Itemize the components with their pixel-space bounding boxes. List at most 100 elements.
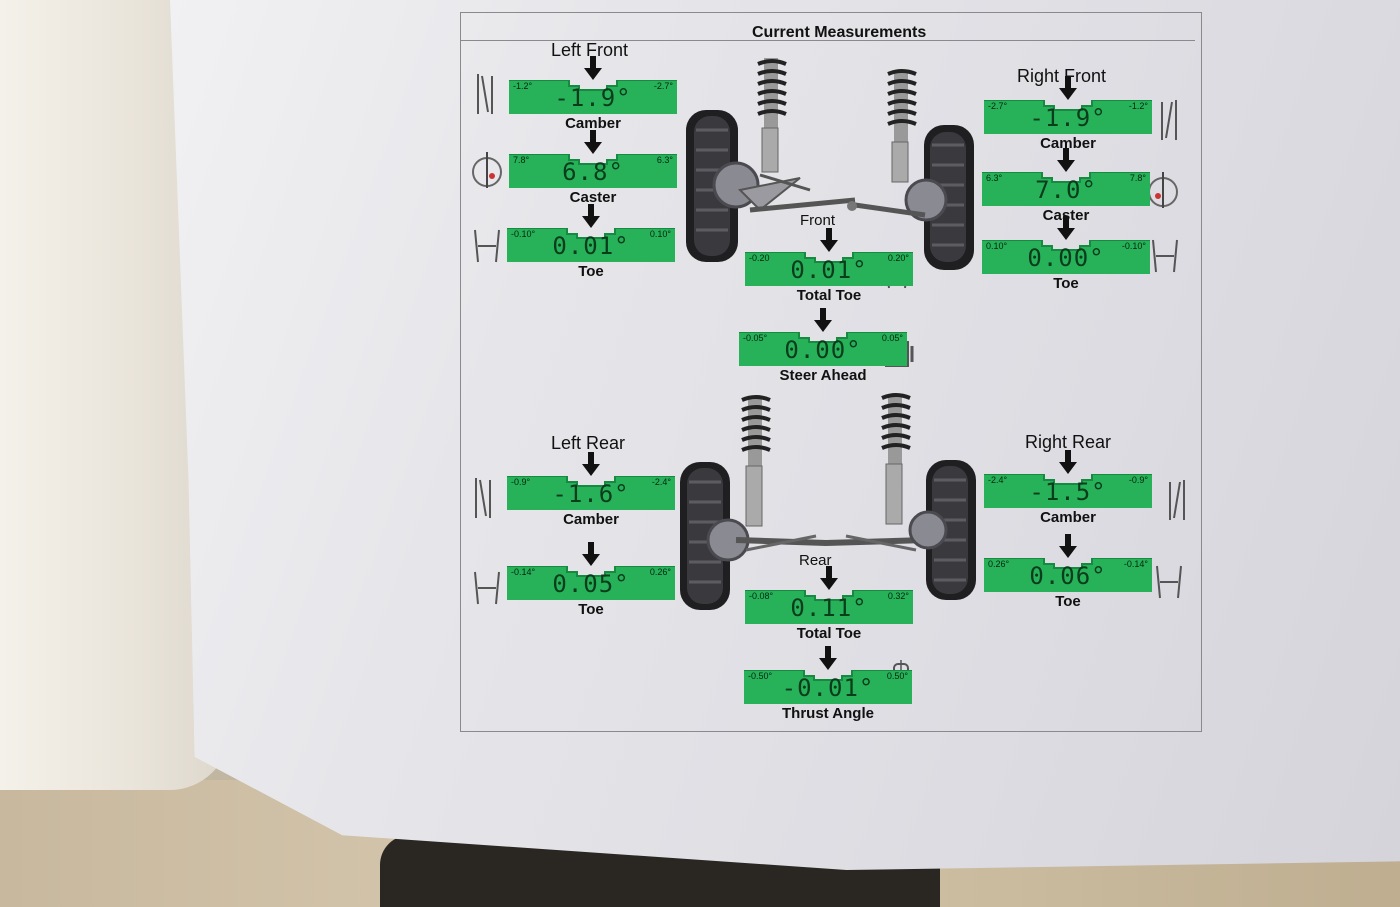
toe-icon xyxy=(474,571,500,605)
left-front-toe-min: -0.10° xyxy=(511,229,536,239)
right-front-caster-gauge: 6.3° 7.8° 7.0° xyxy=(982,172,1150,206)
steer-ahead-value: 0.00° xyxy=(784,336,862,364)
right-front-caster-label: Caster xyxy=(1042,207,1090,224)
front-axle-label: Front xyxy=(800,212,836,229)
right-front-camber-gauge: -2.7° -1.2° -1.9° xyxy=(984,100,1152,134)
right-rear-toe-value: 0.06° xyxy=(1029,562,1107,590)
right-rear-camber-arrow-icon xyxy=(1059,450,1077,476)
rear-total-toe-gauge: -0.08° 0.32° 0.11° xyxy=(745,590,913,624)
left-rear-camber-gauge: -0.9° -2.4° -1.6° xyxy=(507,476,675,510)
right-front-caster-arrow-icon xyxy=(1057,148,1075,174)
camber-icon xyxy=(1161,100,1177,140)
thrust-angle-min: -0.50° xyxy=(748,671,773,681)
rear-total-toe-value: 0.11° xyxy=(790,594,868,622)
right-front-toe-label: Toe xyxy=(1053,275,1079,292)
left-front-toe-value: 0.01° xyxy=(552,232,630,260)
front-total-toe-gauge: -0.20 0.20° 0.01° xyxy=(745,252,913,286)
left-rear-toe-max: 0.26° xyxy=(649,567,671,577)
thrust-angle-arrow-icon xyxy=(819,646,837,672)
thrust-angle-max: 0.50° xyxy=(886,671,908,681)
front-suspension-illustration xyxy=(686,58,974,270)
left-front-camber-label: Camber xyxy=(565,115,621,132)
right-front-caster-max: 7.8° xyxy=(1129,173,1146,183)
right-front-camber-arrow-icon xyxy=(1059,76,1077,102)
left-front-camber-gauge: -1.2° -2.7° -1.9° xyxy=(509,80,677,114)
right-rear-camber-label: Camber xyxy=(1040,509,1096,526)
toe-icon xyxy=(1152,239,1178,273)
thrust-angle-label: Thrust Angle xyxy=(782,705,874,722)
left-front-caster-arrow-icon xyxy=(584,130,602,156)
right-rear-toe-max: -0.14° xyxy=(1123,559,1148,569)
toe-icon xyxy=(1156,565,1182,599)
report-title: Current Measurements xyxy=(752,24,927,41)
front-total-toe-value: 0.01° xyxy=(790,256,868,284)
caster-icon xyxy=(472,152,502,188)
report-frame xyxy=(460,12,1202,732)
front-total-toe-arrow-icon xyxy=(820,228,838,254)
toe-icon xyxy=(474,229,500,263)
left-front-caster-min: 7.8° xyxy=(513,155,530,165)
right-front-toe-arrow-icon xyxy=(1057,216,1075,242)
caster-icon xyxy=(1148,172,1178,208)
rear-total-toe-label: Total Toe xyxy=(796,625,862,642)
right-rear-toe-arrow-icon xyxy=(1059,534,1077,560)
left-front-toe-arrow-icon xyxy=(582,204,600,230)
camber-icon xyxy=(475,478,491,518)
steer-ahead-label: Steer Ahead xyxy=(779,367,867,384)
left-rear-camber-label: Camber xyxy=(563,511,619,528)
right-rear-toe-gauge: 0.26° -0.14° 0.06° xyxy=(984,558,1152,592)
rear-total-toe-min: -0.08° xyxy=(749,591,774,601)
steer-ahead-arrow-icon xyxy=(814,308,832,334)
left-rear-toe-value: 0.05° xyxy=(552,570,630,598)
frame-divider xyxy=(460,40,1195,41)
left-rear-toe-gauge: -0.14°0.26°0.05° xyxy=(507,566,675,600)
thrust-angle-value: -0.01° xyxy=(781,674,875,702)
front-total-toe-label: Total Toe xyxy=(796,287,862,304)
left-rear-toe-label: Toe xyxy=(578,601,604,618)
right-front-toe-min: 0.10° xyxy=(986,241,1008,251)
right-rear-camber-gauge: -2.4°-0.9°-1.5° xyxy=(984,474,1152,508)
thrust-angle-gauge: -0.50° 0.50° -0.01° xyxy=(744,670,912,704)
left-front-toe-label: Toe xyxy=(578,263,604,280)
right-rear-camber-value: -1.5° xyxy=(1029,478,1107,506)
right-rear-toe-label: Toe xyxy=(1055,593,1081,610)
left-rear-camber-max: -2.4° xyxy=(651,477,671,487)
right-front-camber-max: -1.2° xyxy=(1128,101,1148,111)
left-front-camber-value: -1.9° xyxy=(554,84,632,112)
left-front-title: Left Front xyxy=(551,40,629,60)
left-front-caster-value: 6.8° xyxy=(562,158,624,186)
left-rear-camber-min: -0.9° xyxy=(511,477,531,487)
left-front-caster-label: Caster xyxy=(569,189,617,206)
right-rear-camber-min: -2.4° xyxy=(988,475,1008,485)
right-front-title: Right Front xyxy=(1017,66,1107,86)
camber-icon xyxy=(1169,480,1185,520)
right-front-toe-value: 0.00° xyxy=(1027,244,1105,272)
left-front-toe-max: 0.10° xyxy=(649,229,671,239)
right-front-toe-max: -0.10° xyxy=(1121,241,1146,251)
steer-ahead-max: 0.05° xyxy=(881,333,903,343)
right-front-camber-min: -2.7° xyxy=(988,101,1008,111)
left-front-caster-gauge: 7.8° 6.3° 6.8° xyxy=(509,154,677,188)
rear-total-toe-max: 0.32° xyxy=(887,591,909,601)
front-total-toe-max: 0.20° xyxy=(887,253,909,263)
left-rear-toe-arrow-icon xyxy=(582,542,600,568)
printout-sheet xyxy=(170,0,1400,870)
right-front-caster-value: 7.0° xyxy=(1035,176,1097,204)
left-rear-camber-arrow-icon xyxy=(582,452,600,478)
rear-suspension-illustration xyxy=(680,393,976,610)
left-front-caster-max: 6.3° xyxy=(656,155,673,165)
rear-total-toe-arrow-icon xyxy=(820,566,838,592)
left-rear-title: Left Rear xyxy=(551,433,626,453)
right-front-toe-gauge: 0.10° -0.10° 0.00° xyxy=(982,240,1150,274)
left-front-camber-max: -2.7° xyxy=(653,81,673,91)
steer-ahead-min: -0.05° xyxy=(743,333,768,343)
front-total-toe-min: -0.20 xyxy=(749,253,770,263)
left-front-camber-min: -1.2° xyxy=(513,81,533,91)
right-rear-toe-min: 0.26° xyxy=(988,559,1010,569)
left-front-toe-gauge: -0.10° 0.10° 0.01° xyxy=(507,228,675,262)
right-front-caster-min: 6.3° xyxy=(986,173,1003,183)
rear-axle-label: Rear xyxy=(799,552,832,569)
right-front-camber-value: -1.9° xyxy=(1029,104,1107,132)
right-front-camber-label: Camber xyxy=(1040,135,1096,152)
left-rear-camber-value: -1.6° xyxy=(552,480,630,508)
